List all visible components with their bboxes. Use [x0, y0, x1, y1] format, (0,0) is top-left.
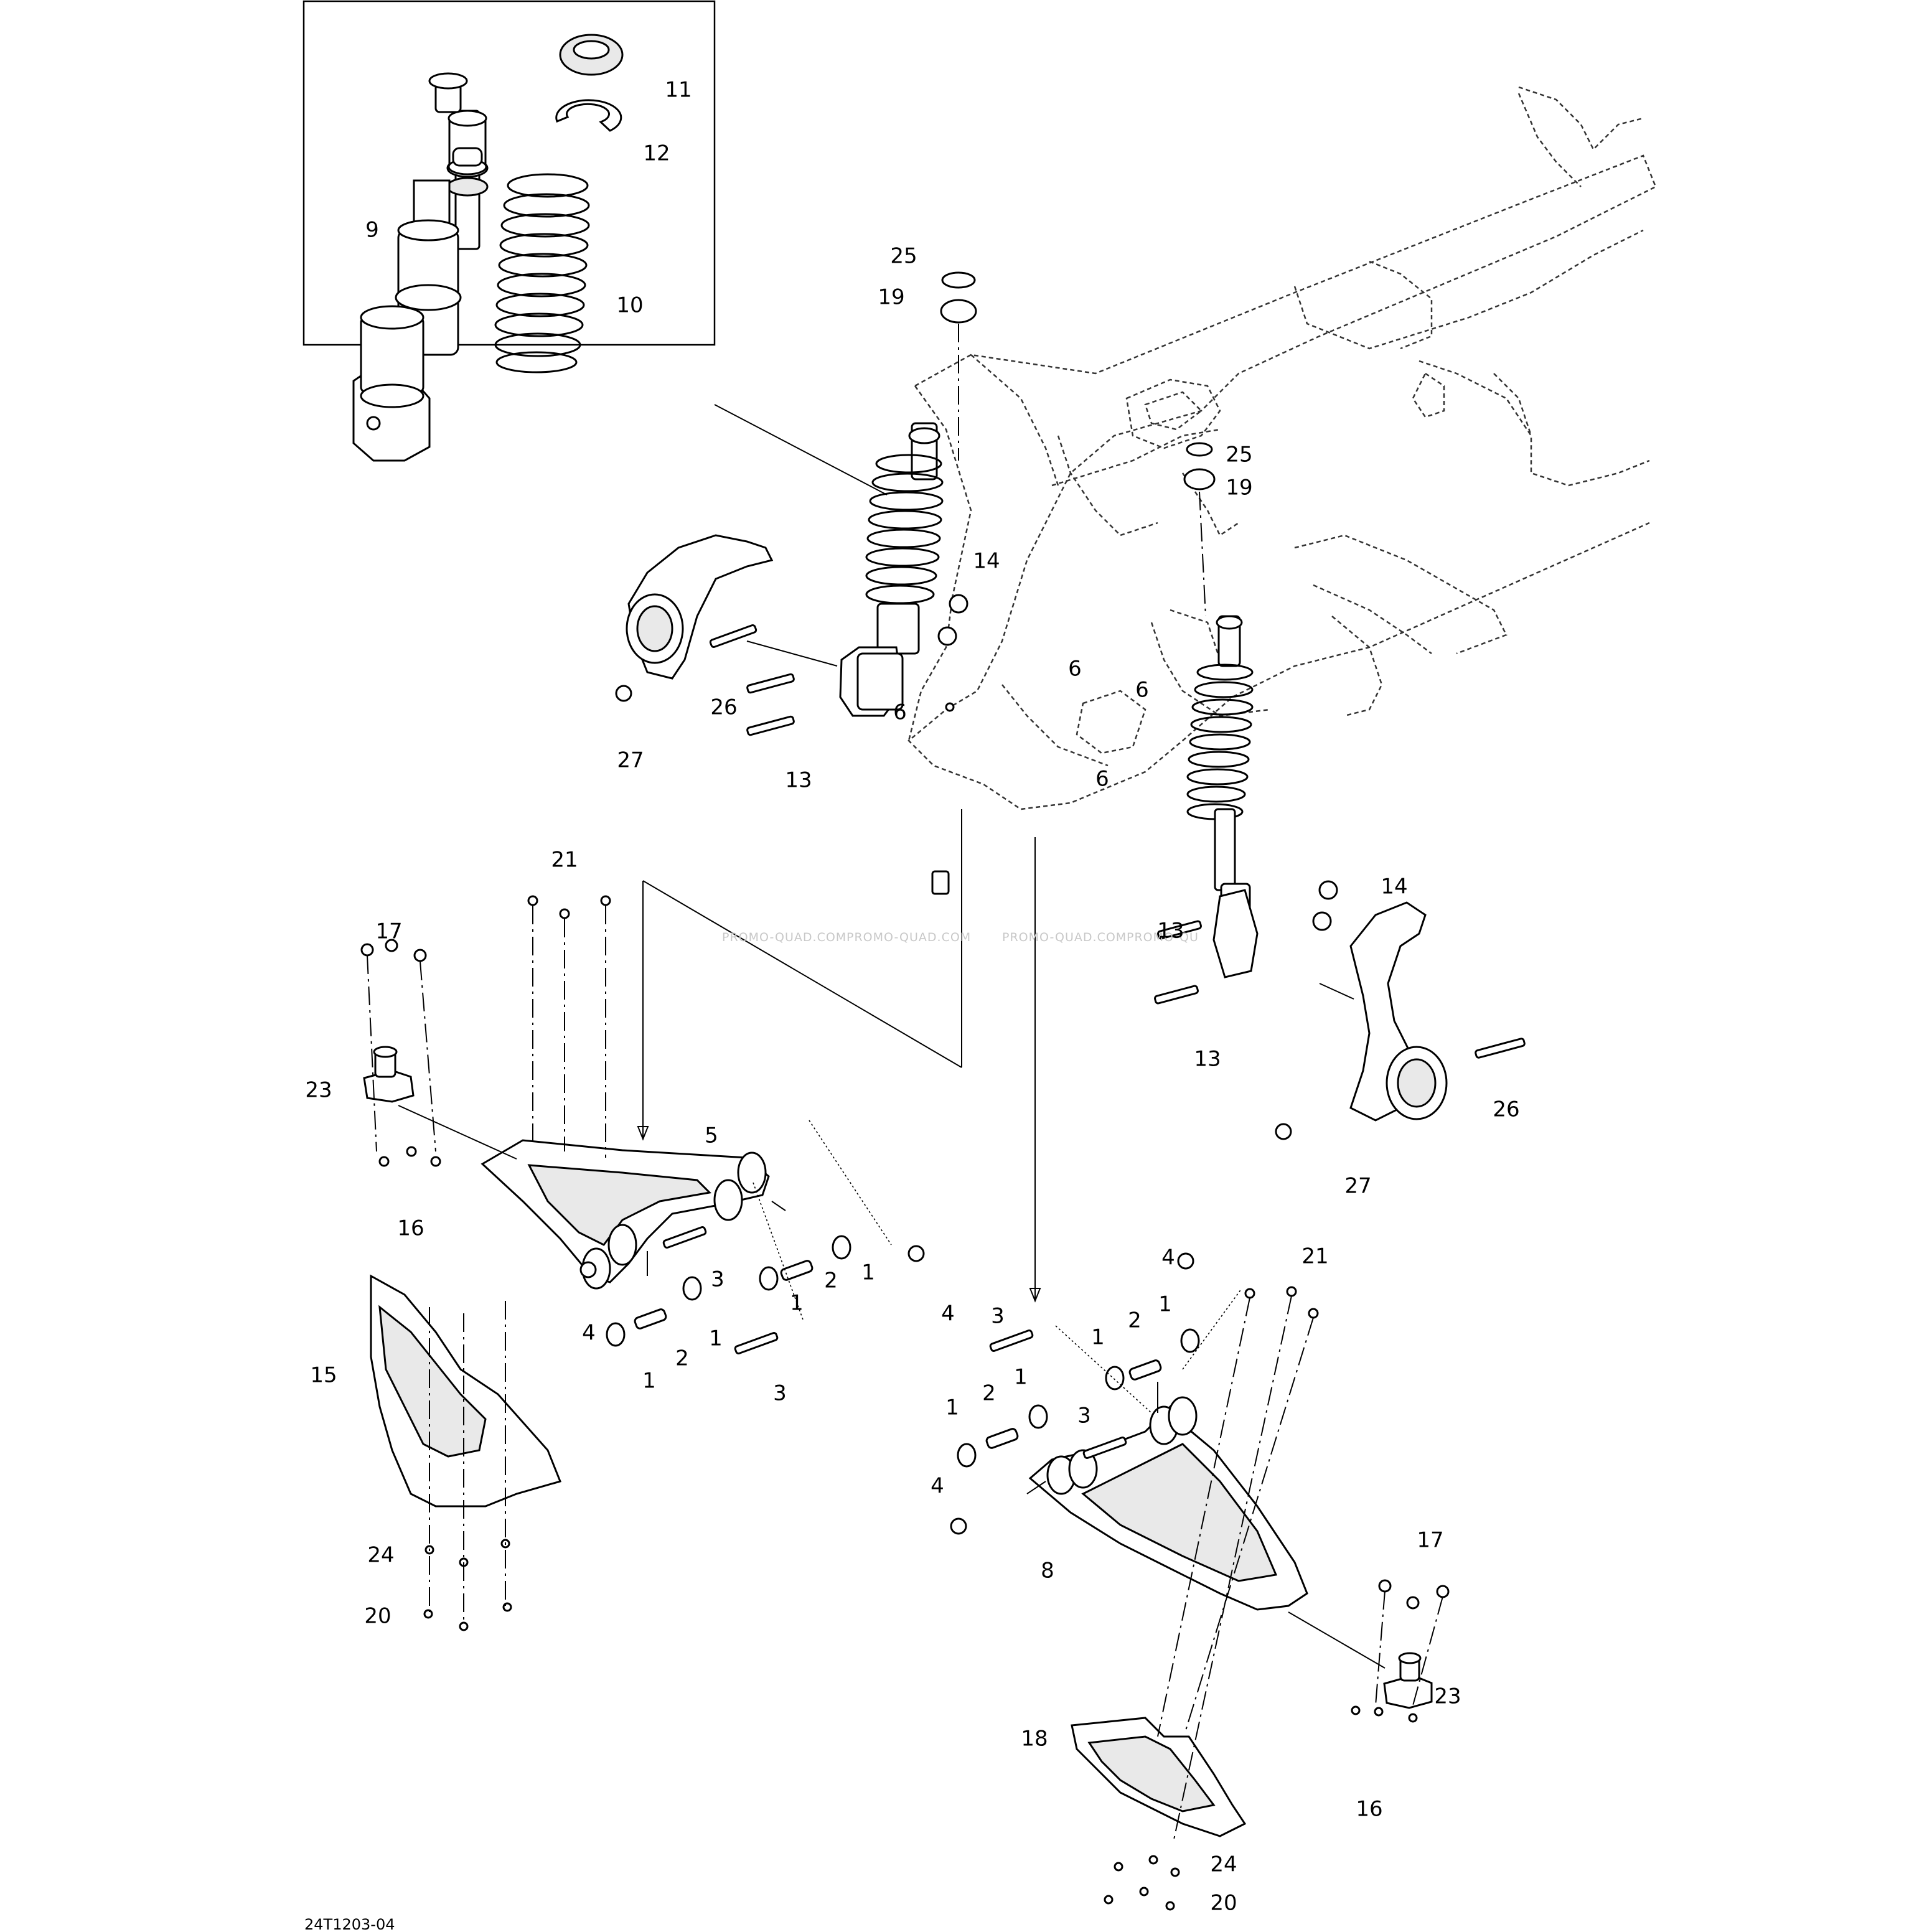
callout-c2a: 2: [824, 1268, 838, 1293]
callout-c2c: 2: [1128, 1308, 1142, 1333]
callout-c14b: 14: [1381, 875, 1407, 899]
callout-c9: 9: [365, 218, 379, 243]
callout-c1d: 1: [642, 1369, 656, 1394]
right-shock-assembly: [1186, 615, 1259, 978]
vehicle-frame: [907, 86, 1657, 810]
fasteners: [360, 271, 1526, 1911]
left-steering-knuckle: [626, 534, 774, 680]
callout-c26b: 26: [1493, 1097, 1519, 1122]
callout-c27b: 27: [1344, 1174, 1371, 1199]
diagram-reference-code: 24T1203-04: [304, 1916, 395, 1932]
callout-c1f: 1: [1091, 1325, 1105, 1350]
callout-c13c: 13: [1194, 1047, 1221, 1072]
callout-c14a: 14: [973, 549, 1000, 574]
callout-c26a: 26: [710, 695, 737, 720]
callout-c1h: 1: [945, 1395, 959, 1420]
watermark-1: PROMO-QUAD.COM: [722, 931, 846, 944]
callout-c24a: 24: [367, 1543, 394, 1568]
watermark-2: PROMO-QUAD.COM: [846, 931, 971, 944]
inset-retainer-clip: [555, 99, 622, 132]
callout-c17a: 17: [375, 919, 402, 944]
callout-c4a: 4: [941, 1301, 955, 1326]
callout-c3c: 3: [991, 1304, 1005, 1329]
callout-c15: 15: [310, 1363, 337, 1388]
callout-c25a: 25: [890, 244, 917, 269]
callout-c19b: 19: [1226, 476, 1252, 500]
callout-c12: 12: [643, 141, 670, 166]
callout-c2d: 2: [982, 1381, 996, 1406]
callout-c13a: 13: [785, 768, 812, 793]
callout-c23a: 23: [305, 1078, 332, 1103]
right-steering-knuckle: [1349, 901, 1448, 1122]
callout-c1c: 1: [709, 1326, 723, 1351]
callout-c10: 10: [616, 293, 643, 318]
right-skid-plate: [1071, 1717, 1247, 1837]
inset-leader-line: [714, 404, 888, 495]
callout-c6d: 6: [1095, 767, 1109, 792]
callout-c16b: 16: [1356, 1797, 1382, 1822]
inset-coil-spring: [494, 173, 590, 373]
callout-c6c: 6: [893, 700, 907, 725]
assembly-lines: [367, 324, 1443, 1843]
watermark-3: PROMO-QUAD.COM: [1002, 931, 1127, 944]
callout-c19a: 19: [878, 285, 904, 310]
callout-c1a: 1: [861, 1260, 875, 1285]
callout-c21b: 21: [1301, 1244, 1328, 1269]
callout-c6b: 6: [1135, 678, 1149, 703]
callout-c2b: 2: [675, 1346, 689, 1371]
callout-c6a: 6: [1068, 657, 1082, 682]
left-shock-assembly: [839, 422, 944, 717]
callout-c4c: 4: [1161, 1245, 1175, 1270]
callout-c23b: 23: [1434, 1684, 1461, 1709]
callout-labels: 1112910251925191466662627132117235161413…: [305, 78, 1519, 1916]
callout-c1b: 1: [790, 1291, 804, 1316]
callout-c13b: 13: [1157, 919, 1184, 944]
callout-c20b: 20: [1210, 1891, 1237, 1916]
inset-shock-body: [352, 219, 462, 462]
callout-c3d: 3: [1077, 1404, 1091, 1428]
callout-c25b: 25: [1226, 443, 1252, 467]
callout-c3a: 3: [711, 1267, 724, 1292]
callout-c18: 18: [1021, 1727, 1048, 1751]
left-ball-joint: [363, 1046, 415, 1103]
lower-a-arm: [1028, 1396, 1308, 1611]
callout-c24b: 24: [1210, 1852, 1237, 1877]
callout-c8: 8: [1041, 1559, 1054, 1583]
inset-box: [302, 0, 716, 346]
callout-c16a: 16: [397, 1216, 424, 1241]
callout-c5: 5: [705, 1123, 718, 1148]
watermark-4: PROMO-QU: [1127, 931, 1199, 944]
watermarks: PROMO-QUAD.COM PROMO-QUAD.COM PROMO-QUAD…: [722, 931, 1199, 944]
callout-c1e: 1: [1158, 1292, 1172, 1317]
callout-c4b: 4: [582, 1321, 596, 1346]
callout-c21a: 21: [551, 848, 578, 873]
upper-a-arm: [481, 1139, 770, 1290]
callout-c17b: 17: [1417, 1528, 1443, 1553]
callout-c4d: 4: [931, 1474, 944, 1499]
left-skid-plate: [370, 1274, 562, 1508]
right-ball-joint: [1383, 1652, 1433, 1709]
callout-c3b: 3: [773, 1381, 787, 1406]
callout-c27a: 27: [617, 748, 644, 773]
callout-c1g: 1: [1014, 1365, 1028, 1390]
inset-spring-seat: [559, 34, 624, 76]
callout-c20a: 20: [364, 1604, 391, 1629]
callout-c11: 11: [665, 78, 692, 103]
